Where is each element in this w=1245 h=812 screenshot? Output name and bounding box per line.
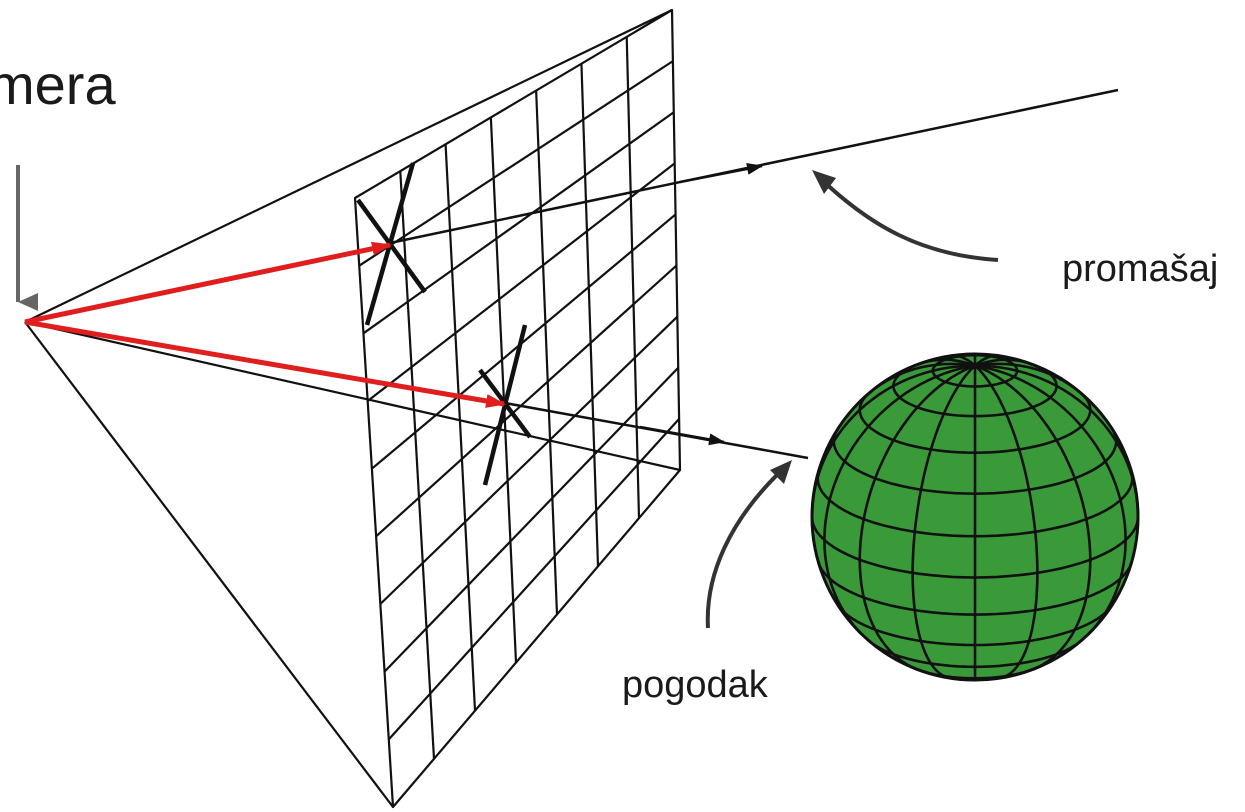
sphere-longitude-line xyxy=(974,364,1127,642)
grid-row-line xyxy=(375,264,678,538)
hit-ray-arrow xyxy=(639,425,725,446)
grid-column-line xyxy=(535,90,559,615)
sphere xyxy=(810,352,1140,682)
grid-row-line xyxy=(387,418,680,741)
miss-ray-arrow xyxy=(679,162,763,184)
sphere-longitude-line xyxy=(974,358,1034,367)
sphere-latitude-line xyxy=(836,604,1114,647)
sphere-longitude-line xyxy=(974,364,1039,680)
hit-label: pogodak xyxy=(622,664,768,706)
camera-label: mera xyxy=(0,53,116,116)
sphere-longitude-line xyxy=(858,364,976,671)
grid-row-line xyxy=(383,367,680,673)
sphere-longitude-line xyxy=(949,354,976,367)
grid-row-line xyxy=(362,111,675,335)
grid-column-line xyxy=(625,36,641,519)
sphere-longitude-line xyxy=(974,354,1001,367)
sphere-latitude-line xyxy=(867,639,1083,669)
grid-row-line xyxy=(358,60,674,267)
grid-column-line xyxy=(444,144,477,711)
sphere-longitude-line xyxy=(974,362,1088,400)
sphere-latitude-line xyxy=(810,518,1140,579)
sphere-longitude-line xyxy=(916,358,976,367)
sphere-longitude-line xyxy=(823,364,976,642)
sphere-latitude-line xyxy=(817,561,1133,616)
sphere-latitude-line xyxy=(858,393,1092,454)
hit-callout-arrow xyxy=(705,468,784,629)
sphere-latitude-line xyxy=(816,471,1134,538)
sphere-longitude-line xyxy=(862,362,976,400)
sphere-longitude-line xyxy=(810,364,976,525)
grid-row-line xyxy=(379,315,679,605)
primary-ray-upper xyxy=(24,241,392,325)
miss-callout-arrow xyxy=(820,178,999,262)
grid-row-line xyxy=(366,162,676,402)
sphere-longitude-line xyxy=(911,364,976,680)
sphere-latitude-line xyxy=(832,427,1118,495)
view-frustum xyxy=(24,9,681,808)
sphere-longitude-line xyxy=(974,364,1140,525)
grid-column-line xyxy=(580,63,600,567)
pixel-marker-upper xyxy=(356,162,427,326)
grid-column-line xyxy=(399,171,436,759)
image-plane-grid xyxy=(353,8,682,809)
grid-row-line xyxy=(371,213,677,470)
miss-callout-arrowhead xyxy=(812,170,836,194)
hit-callout-arrowhead xyxy=(770,460,792,484)
primary-ray-lower xyxy=(24,319,506,408)
grid-column-line xyxy=(489,117,518,663)
miss-label: promašaj xyxy=(1062,248,1219,290)
sphere-longitude-line xyxy=(974,364,1092,671)
